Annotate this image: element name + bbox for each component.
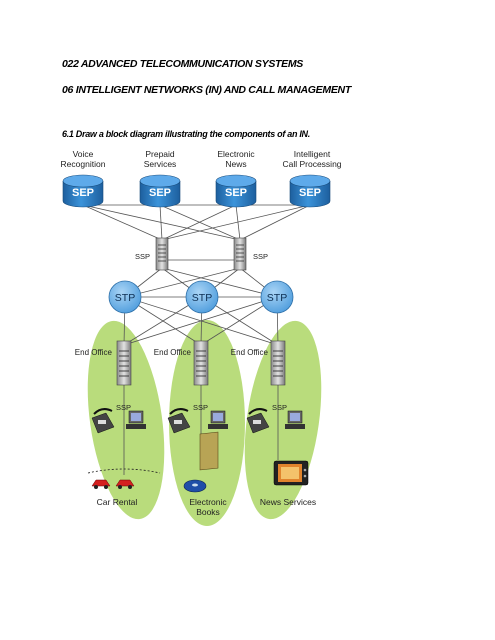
sep-label: SEP xyxy=(225,187,247,199)
end-office-switch: End Office xyxy=(154,340,209,386)
car-rental-icon xyxy=(87,468,161,489)
sep-label: SEP xyxy=(149,187,171,199)
stp-label: STP xyxy=(267,292,287,304)
end-office-switch: End Office xyxy=(75,340,132,386)
end-office-label: End Office xyxy=(231,348,269,357)
ssp-switch-tower xyxy=(155,237,169,271)
chapter-heading: 06 INTELLIGENT NETWORKS (IN) AND CALL MA… xyxy=(62,84,351,96)
green-zone-middle xyxy=(169,320,245,526)
course-heading: 022 ADVANCED TELECOMMUNICATION SYSTEMS xyxy=(62,58,304,70)
stp-label: STP xyxy=(115,292,135,304)
telephone-icon xyxy=(167,408,191,434)
electronic-books-icon xyxy=(183,431,219,493)
ssp-label: SSP xyxy=(116,403,131,412)
computer-icon xyxy=(126,410,146,429)
sep-cylinder: SEP xyxy=(215,174,257,208)
ssp-label: SSP xyxy=(135,252,150,261)
sep-cylinder: SEP xyxy=(139,174,181,208)
connection-lines xyxy=(82,204,311,475)
computer-icon xyxy=(208,410,228,429)
ssp-label: SSP xyxy=(193,403,208,412)
bottom-service-label: Car Rental xyxy=(97,497,138,507)
stp-node: STP xyxy=(260,280,294,314)
telephone-icon xyxy=(91,408,115,434)
ssp-label: SSP xyxy=(253,252,268,261)
computer-icon xyxy=(285,410,305,429)
ssp-switches: SSP SSP xyxy=(135,237,268,271)
end-office-label: End Office xyxy=(154,348,192,357)
sep-label: SEP xyxy=(299,187,321,199)
end-office-label: End Office xyxy=(75,348,113,357)
terminal-devices xyxy=(91,408,305,434)
stp-label: STP xyxy=(192,292,212,304)
news-services-tv-icon xyxy=(273,460,309,486)
green-zone-left xyxy=(87,320,165,520)
sep-cylinder: SEP xyxy=(62,174,104,208)
ssp-switch-tower xyxy=(233,237,247,271)
local-ssp-labels: SSP SSP SSP xyxy=(116,403,287,412)
stp-nodes: STP STP STP xyxy=(108,280,294,314)
end-offices: End Office End Office End Office xyxy=(75,340,286,386)
question-heading: 6.1 Draw a block diagram illustrating th… xyxy=(62,129,310,139)
sep-label: SEP xyxy=(72,187,94,199)
end-office-switch: End Office xyxy=(231,340,286,386)
ssp-label: SSP xyxy=(272,403,287,412)
stp-node: STP xyxy=(185,280,219,314)
bottom-service-label: News Services xyxy=(260,497,316,507)
sep-cylinders: SEP SEP SEP SEP xyxy=(62,174,331,208)
sep-cylinder: SEP xyxy=(289,174,331,208)
telephone-icon xyxy=(246,408,270,434)
stp-node: STP xyxy=(108,280,142,314)
